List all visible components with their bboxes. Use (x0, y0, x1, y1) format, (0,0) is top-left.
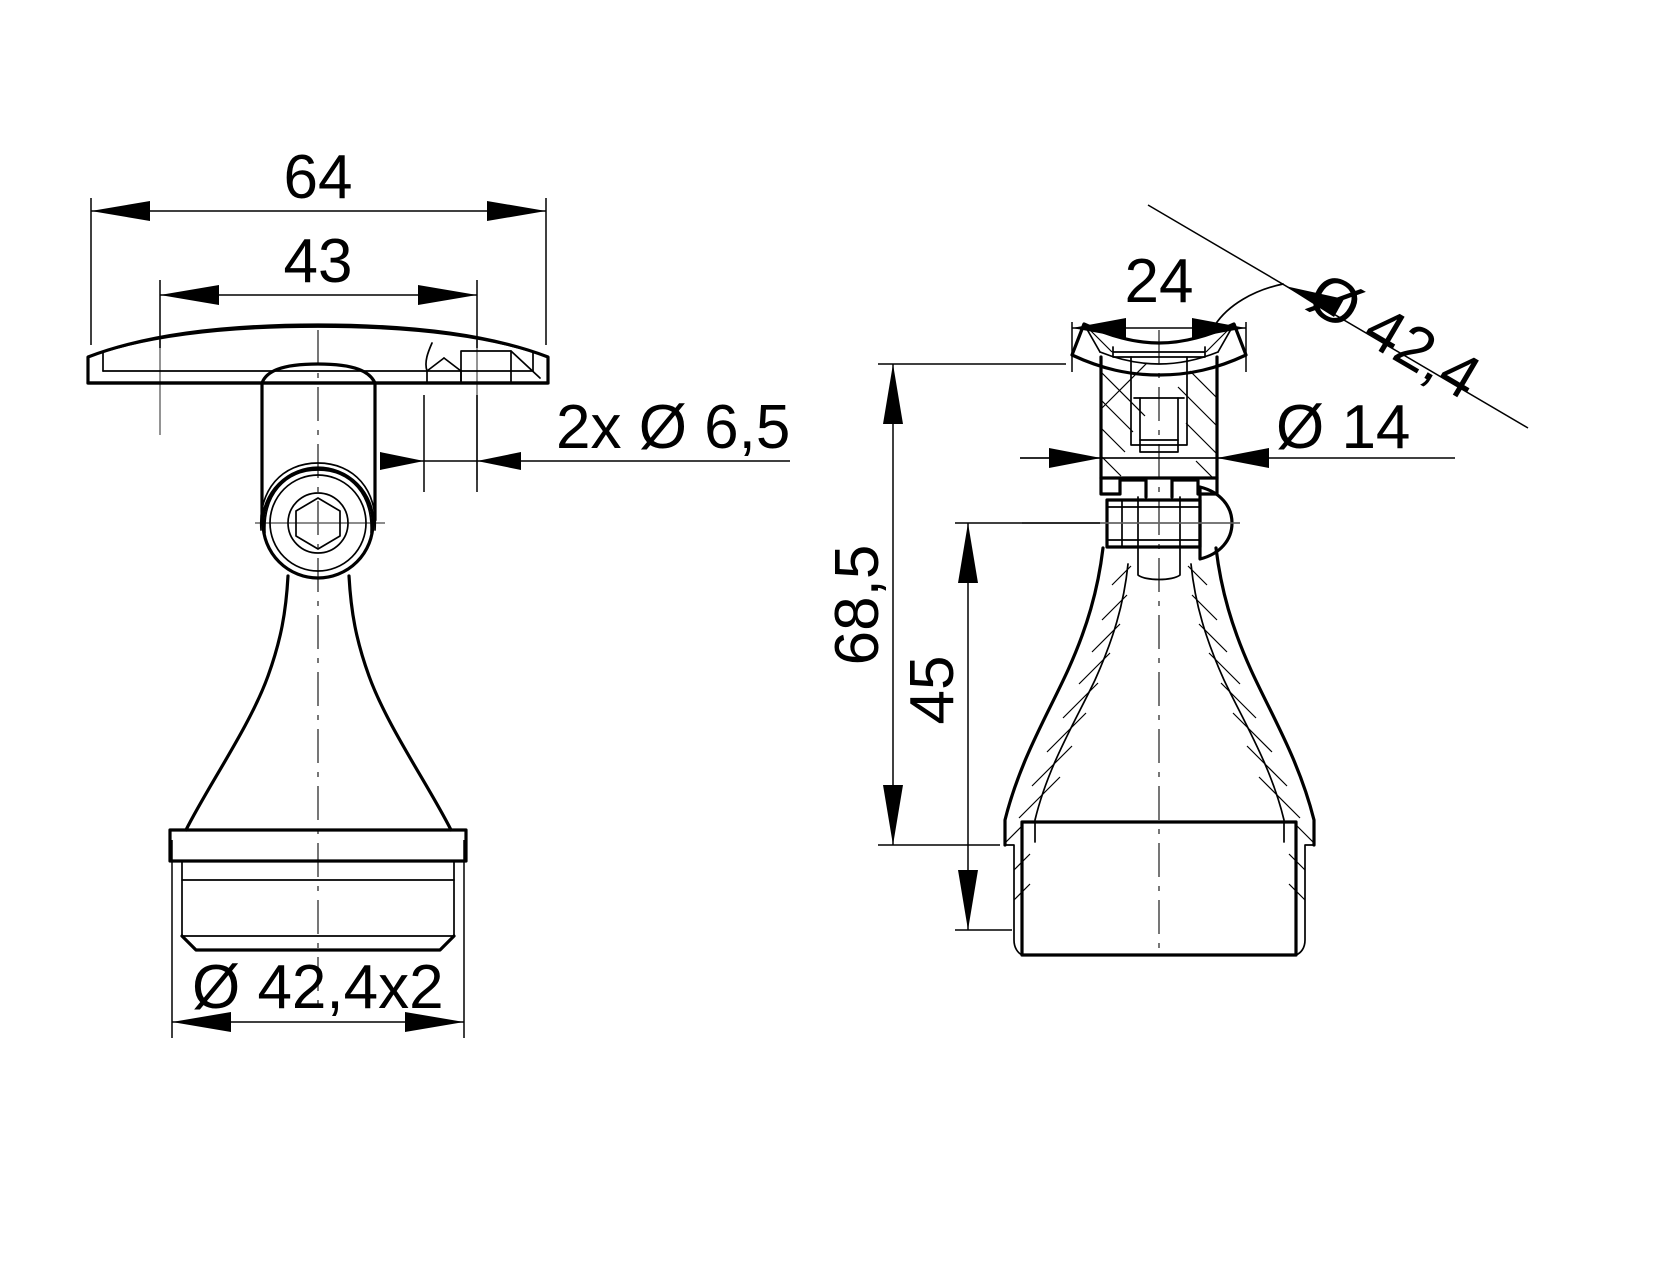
dimension-68-5-label: 68,5 (823, 545, 892, 666)
dimension-24-label: 24 (1125, 247, 1194, 316)
front-view-centerlines (159, 330, 478, 1010)
bracket-neck (260, 362, 377, 522)
dimension-64-label: 64 (284, 143, 353, 212)
callout-dia-14-label: Ø 14 (1276, 393, 1410, 462)
callout-dia-42-4-label: Ø 42,4 (1297, 259, 1492, 413)
flared-body (184, 574, 453, 832)
dimension-64: 64 (90, 143, 547, 345)
callout-dia-14: Ø 14 (1020, 393, 1455, 468)
side-section-view: 24 Ø 42,4 Ø 14 68,5 (823, 204, 1529, 957)
dimension-24: 24 (1071, 247, 1247, 372)
callout-2x-dia-6-5-label: 2x Ø 6,5 (556, 393, 790, 462)
hex-socket-screw (259, 462, 377, 580)
side-upper-block (1099, 355, 1219, 480)
tube-base (168, 828, 468, 952)
dimension-45: 45 (898, 522, 1100, 931)
side-tube-base (1004, 819, 1315, 957)
callout-dia-42-4x2: Ø 42,4x2 (171, 840, 465, 1038)
dimension-68-5: 68,5 (823, 363, 1066, 846)
dimension-45-label: 45 (898, 656, 967, 725)
dimension-43-label: 43 (284, 227, 353, 296)
dimension-43: 43 (159, 227, 478, 348)
callout-2x-dia-6-5: 2x Ø 6,5 (380, 393, 790, 492)
side-pivot-assembly (1099, 476, 1240, 581)
saddle-profile (86, 323, 550, 385)
callout-dia-42-4x2-label: Ø 42,4x2 (192, 953, 444, 1022)
side-flared-body (1003, 546, 1316, 847)
front-view: 64 43 2x Ø 6,5 Ø 42,4x2 (86, 143, 790, 1038)
